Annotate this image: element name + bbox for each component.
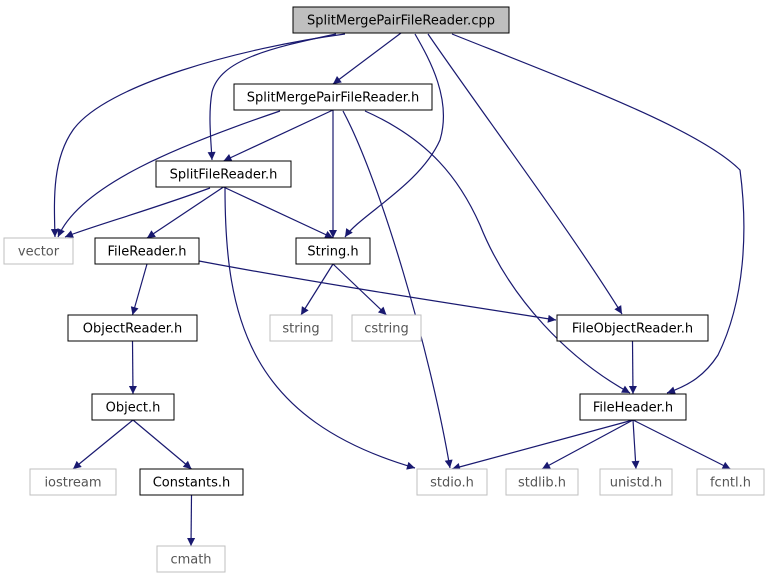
node-box-const_h — [139, 468, 244, 496]
edge-root-to-for_h — [427, 33, 623, 315]
node-fr_h[interactable]: FileReader.h — [94, 237, 200, 265]
node-unistd_h: unistd.h — [599, 468, 673, 496]
edge-root-to-string_h — [344, 33, 445, 238]
node-label-fh_h: FileHeader.h — [593, 401, 673, 416]
node-label-smpfr_h: SplitMergePairFileReader.h — [247, 91, 420, 106]
node-label-iostream: iostream — [44, 476, 101, 491]
node-for_h[interactable]: FileObjectReader.h — [556, 314, 709, 342]
node-fcntl_h: fcntl.h — [696, 468, 765, 496]
edge-smpfr_h-to-sfr_h — [223, 109, 334, 162]
edge-or_h-to-obj_h — [128, 340, 137, 395]
edge-obj_h-to-const_h — [132, 419, 192, 470]
node-label-const_h: Constants.h — [153, 476, 231, 491]
edge-fr_h-to-for_h — [198, 260, 557, 323]
edge-sfr_h-to-stdio_h — [224, 187, 416, 470]
node-const_h[interactable]: Constants.h — [139, 468, 244, 496]
node-box-stdlib_h — [505, 468, 579, 496]
node-label-stdio_h: stdio.h — [430, 476, 474, 491]
node-box-root — [292, 6, 510, 34]
node-root: SplitMergePairFileReader.cpp — [292, 6, 510, 34]
edge-sfr_h-to-fr_h — [146, 186, 224, 239]
edge-sfr_h-to-string_h — [223, 186, 334, 239]
node-label-fcntl_h: fcntl.h — [710, 476, 751, 491]
node-sfr_h[interactable]: SplitFileReader.h — [155, 160, 292, 188]
node-label-string_h: String.h — [307, 245, 358, 260]
node-box-vector — [3, 237, 74, 265]
node-label-stdlib_h: stdlib.h — [518, 476, 566, 491]
node-label-string: string — [282, 322, 319, 337]
node-box-fr_h — [94, 237, 200, 265]
edge-obj_h-to-iostream — [72, 419, 134, 470]
edge-fh_h-to-stdio_h — [451, 419, 634, 471]
node-or_h[interactable]: ObjectReader.h — [67, 314, 198, 342]
node-stdio_h: stdio.h — [416, 468, 488, 496]
edge-root-to-vector — [50, 33, 346, 238]
node-label-vector: vector — [18, 245, 60, 260]
node-label-unistd_h: unistd.h — [610, 476, 663, 491]
edge-smpfr_h-to-stdio_h — [342, 110, 453, 469]
node-iostream: iostream — [29, 468, 117, 496]
node-smpfr_h[interactable]: SplitMergePairFileReader.h — [233, 83, 433, 111]
edge-root-to-smpfr_h — [332, 32, 402, 85]
node-label-root: SplitMergePairFileReader.cpp — [307, 14, 495, 29]
node-box-obj_h — [91, 393, 175, 421]
node-cstring: cstring — [351, 314, 422, 342]
edge-for_h-to-fh_h — [628, 340, 637, 395]
node-box-cstring — [351, 314, 422, 342]
node-box-sfr_h — [155, 160, 292, 188]
edge-string_h-to-string — [300, 263, 334, 316]
node-label-for_h: FileObjectReader.h — [572, 322, 693, 337]
node-box-stdio_h — [416, 468, 488, 496]
edge-root-to-fh_h — [451, 33, 745, 395]
node-box-unistd_h — [599, 468, 673, 496]
edge-fh_h-to-fcntl_h — [632, 419, 731, 470]
node-label-sfr_h: SplitFileReader.h — [170, 168, 278, 183]
node-box-for_h — [556, 314, 709, 342]
edge-fh_h-to-stdlib_h — [541, 419, 634, 470]
node-vector: vector — [3, 237, 74, 265]
node-box-fcntl_h — [696, 468, 765, 496]
node-string_h[interactable]: String.h — [295, 237, 371, 265]
node-box-iostream — [29, 468, 117, 496]
nodes-layer: SplitMergePairFileReader.cppSplitMergePa… — [3, 6, 765, 573]
node-box-string — [269, 314, 333, 342]
node-label-or_h: ObjectReader.h — [83, 322, 183, 337]
edge-fr_h-to-or_h — [130, 263, 148, 316]
node-box-or_h — [67, 314, 198, 342]
node-label-cstring: cstring — [364, 322, 408, 337]
node-box-smpfr_h — [233, 83, 433, 111]
edge-fh_h-to-unistd_h — [631, 419, 640, 470]
node-label-obj_h: Object.h — [106, 401, 161, 416]
node-string: string — [269, 314, 333, 342]
node-label-cmath: cmath — [170, 553, 211, 568]
edge-const_h-to-cmath — [187, 494, 196, 547]
node-box-cmath — [156, 545, 226, 573]
node-cmath: cmath — [156, 545, 226, 573]
node-fh_h[interactable]: FileHeader.h — [579, 393, 687, 421]
node-box-string_h — [295, 237, 371, 265]
edge-smpfr_h-to-fh_h — [364, 110, 631, 394]
node-stdlib_h: stdlib.h — [505, 468, 579, 496]
node-box-fh_h — [579, 393, 687, 421]
edges-layer — [50, 32, 745, 547]
node-obj_h[interactable]: Object.h — [91, 393, 175, 421]
edge-sfr_h-to-vector — [64, 187, 211, 238]
node-label-fr_h: FileReader.h — [108, 245, 187, 260]
edge-string_h-to-cstring — [332, 263, 387, 316]
edge-smpfr_h-to-vector — [57, 110, 281, 238]
